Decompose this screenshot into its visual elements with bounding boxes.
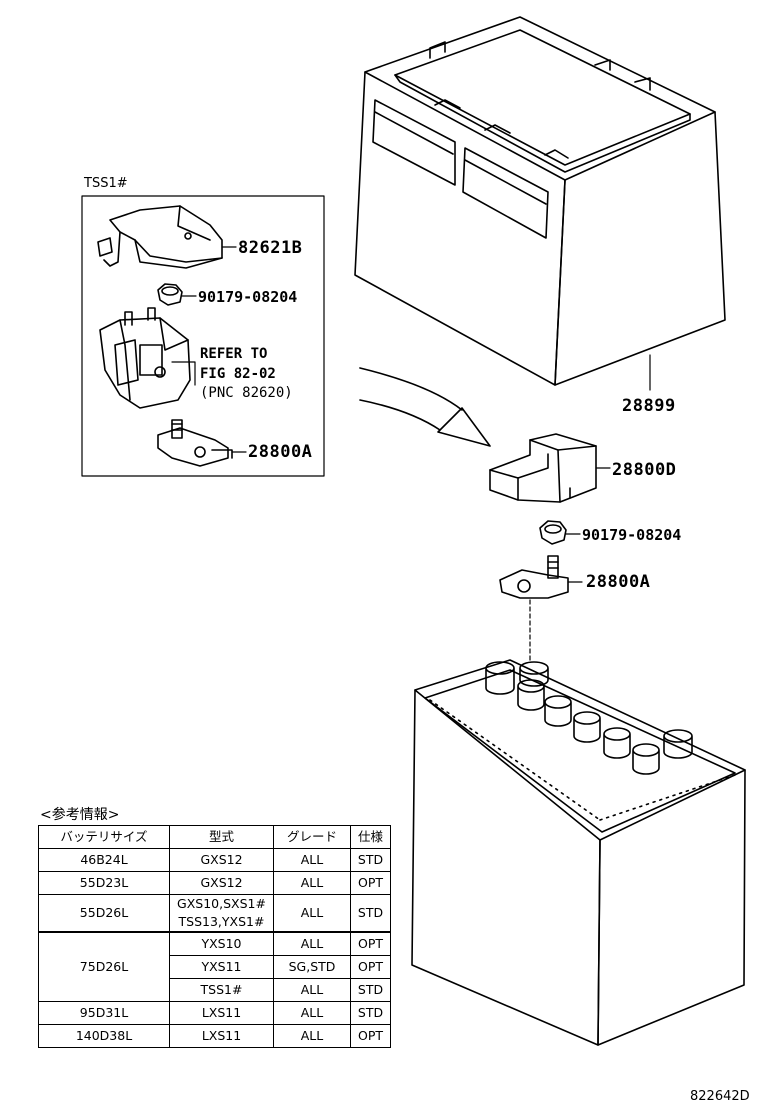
cell-grade: ALL — [273, 1024, 351, 1048]
cell-grade: ALL — [273, 1001, 351, 1025]
battery-cell-caps — [485, 661, 693, 775]
cell-model-line-2: TSS13,YXS1# — [178, 914, 265, 929]
battery-spec-table: バッテリサイズ 型式 グレード 仕様 46B24L GXS12 ALL STD … — [38, 825, 391, 1048]
cell-model: LXS11 — [169, 1024, 274, 1048]
document-code: 822642D — [690, 1089, 750, 1104]
header-model: 型式 — [169, 825, 274, 849]
cell-size: 55D23L — [38, 871, 170, 895]
part-label-28800d: 28800D — [612, 460, 677, 480]
table-row: 55D26L GXS10,SXS1# TSS13,YXS1# ALL STD — [38, 894, 391, 933]
refer-line-2: FIG 82-02 — [200, 366, 276, 382]
cell-grade: ALL — [273, 978, 351, 1002]
cell-model: GXS10,SXS1# TSS13,YXS1# — [169, 894, 274, 933]
assembly-arrow — [359, 367, 491, 447]
table-row: 55D23L GXS12 ALL OPT — [38, 871, 391, 895]
fuse-block-assembly — [99, 307, 196, 409]
nut-90179 — [539, 520, 581, 545]
cell-spec: OPT — [350, 1024, 391, 1048]
refer-line-1: REFER TO — [200, 346, 268, 362]
cell-grade: ALL — [273, 894, 351, 933]
battery-tray-28899 — [354, 16, 726, 391]
terminal-clamp-28800a — [499, 555, 583, 599]
cell-spec: OPT — [350, 871, 391, 895]
cell-model: YXS10 — [169, 931, 274, 956]
tss1-box-title: TSS1# — [84, 176, 128, 191]
refer-line-3: (PNC 82620) — [200, 385, 293, 401]
part-label-90179: 90179-08204 — [582, 526, 682, 544]
table-row: TSS1# ALL STD — [39, 978, 391, 1002]
part-label-90179-box: 90179-08204 — [198, 288, 298, 306]
cell-model: LXS11 — [169, 1001, 274, 1025]
cell-grade: ALL — [273, 871, 351, 895]
cell-spec: STD — [350, 894, 391, 933]
cell-model-line-1: GXS10,SXS1# — [177, 896, 266, 911]
part-label-28899: 28899 — [622, 396, 676, 416]
cell-model: YXS11 — [169, 955, 274, 979]
nut-90179-box — [157, 283, 197, 306]
part-label-28800a: 28800A — [586, 572, 651, 592]
part-label-28800a-box: 28800A — [248, 442, 313, 462]
table-row: 46B24L GXS12 ALL STD — [38, 848, 391, 872]
cell-grade: SG,STD — [273, 955, 351, 979]
cell-model: TSS1# — [169, 978, 274, 1002]
part-label-82621b: 82621B — [238, 238, 303, 258]
cell-spec: STD — [350, 848, 391, 872]
cell-spec: STD — [350, 978, 391, 1002]
table-header-row: バッテリサイズ 型式 グレード 仕様 — [38, 825, 391, 849]
battery-unit — [411, 659, 746, 1046]
table-row: YXS11 SG,STD OPT — [39, 955, 391, 979]
cell-model: GXS12 — [169, 848, 274, 872]
cell-spec: STD — [350, 1001, 391, 1025]
table-row: 75D26L YXS10 ALL OPT — [38, 931, 391, 1002]
terminal-clamp-28800a-box — [157, 419, 247, 467]
reference-info-title: <参考情報> — [40, 807, 120, 823]
cell-size: 75D26L — [38, 931, 170, 1002]
header-spec: 仕様 — [350, 825, 391, 849]
cell-size: 140D38L — [38, 1024, 170, 1048]
terminal-cover-28800d — [489, 433, 611, 503]
cell-spec: OPT — [350, 955, 391, 979]
table-row: 95D31L LXS11 ALL STD — [38, 1001, 391, 1025]
cell-model: GXS12 — [169, 871, 274, 895]
cell-grade: ALL — [273, 848, 351, 872]
cell-size: 46B24L — [38, 848, 170, 872]
header-battery-size: バッテリサイズ — [38, 825, 170, 849]
terminal-cover-82621b — [97, 205, 237, 269]
tss1-group-box — [81, 195, 325, 477]
header-grade: グレード — [273, 825, 351, 849]
cell-size: 55D26L — [38, 894, 170, 933]
cell-size: 95D31L — [38, 1001, 170, 1025]
table-row: 140D38L LXS11 ALL OPT — [38, 1024, 391, 1048]
cell-spec: OPT — [350, 931, 391, 956]
cell-grade: ALL — [273, 931, 351, 956]
